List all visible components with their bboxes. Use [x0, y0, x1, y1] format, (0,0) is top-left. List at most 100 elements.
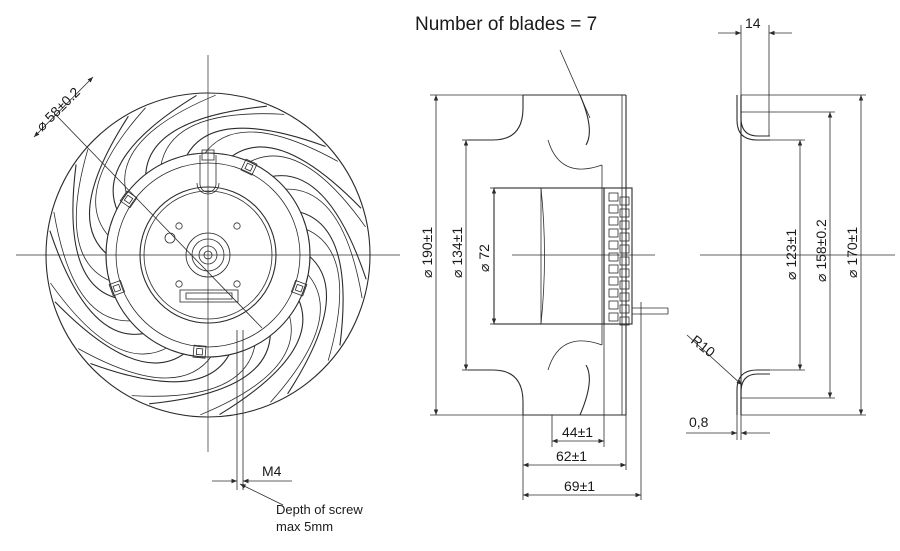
fin-block [603, 187, 633, 325]
section-top-inner [740, 95, 770, 137]
hub-clip [108, 279, 126, 297]
blade-back-edge [53, 211, 133, 322]
fin-slot-right [619, 280, 630, 290]
side-view: Number of blades = 7 ⌀ 190±1 [415, 14, 669, 500]
blade-count-title: Number of blades = 7 [415, 14, 597, 35]
fin-slot-right [619, 292, 630, 302]
blade-back-edge [160, 113, 285, 167]
blade-edge [54, 301, 187, 364]
screw-depth-note-line1: Depth of screw [276, 502, 363, 517]
dia58-label: ⌀ 58±0.2 [33, 84, 83, 134]
hub-clip-inner [195, 347, 204, 356]
fin-slot-right [619, 304, 630, 314]
t08-label: 0,8 [689, 414, 709, 430]
r10-label: R10 [688, 332, 718, 361]
fin-slot-left [608, 252, 619, 262]
blade-edge [229, 146, 362, 209]
shroud-bottom-left [468, 369, 524, 415]
hub-clip [119, 190, 138, 209]
d170-label: ⌀ 170±1 [844, 227, 860, 278]
screw-hole [233, 222, 241, 230]
w44-label: 44±1 [562, 424, 593, 440]
blade-back-edge [200, 313, 292, 416]
d134-label: ⌀ 134±1 [449, 227, 465, 278]
screw-depth-note-line2: max 5mm [276, 519, 333, 534]
fin-slot-right [619, 244, 630, 254]
blade-back-edge [304, 228, 341, 361]
hub-clip-inner [112, 283, 122, 293]
blade-back-edge [78, 348, 213, 379]
shroud-top-left [468, 95, 524, 141]
blade-back-edge [75, 149, 112, 282]
blade-back-edge [283, 188, 363, 299]
fin-slot-right [619, 232, 630, 242]
dia58-diagonal [55, 114, 263, 329]
r10-leader [686, 334, 743, 386]
d72-label: ⌀ 72 [476, 244, 492, 272]
motor-body [493, 187, 605, 325]
hub-clip-inner [244, 162, 254, 172]
blades [49, 94, 367, 416]
blade-back-edge [270, 272, 321, 403]
blade-bottom [579, 364, 590, 416]
hub-clip-inner [294, 283, 304, 293]
fin-slot-left [608, 192, 619, 202]
front-view: ⌀ 58±0.2 M4 Depth of screw max 5mm [16, 55, 400, 534]
blade-edge [185, 127, 326, 158]
section-bottom [736, 369, 770, 415]
hub-clip [290, 279, 308, 297]
blade-count-leader [559, 49, 591, 119]
cooling-fins [603, 187, 633, 326]
blade-back-edge [247, 155, 366, 228]
label-plate [179, 289, 239, 303]
blade-edge [89, 115, 129, 256]
hub-clips [108, 158, 308, 359]
d123-label: ⌀ 123±1 [783, 229, 799, 280]
blade-back-edge [95, 107, 146, 238]
d158-label: ⌀ 158±0.2 [813, 219, 829, 282]
blade-edge [72, 164, 119, 299]
fin-slot-right [619, 208, 630, 218]
blade-edge [297, 211, 344, 346]
blade-back-edge [124, 94, 216, 197]
fin-slot-left [608, 300, 619, 310]
fin-slot-left [608, 228, 619, 238]
fin-slot-left [608, 276, 619, 286]
blade-top-inner [547, 139, 603, 170]
section-top [736, 95, 770, 141]
fin-slot-right [619, 256, 630, 266]
blade-edge [90, 352, 231, 383]
fin-slot-right [619, 196, 630, 206]
blade-back-edge [50, 282, 169, 355]
motor-curve [540, 187, 545, 325]
blade-edge [287, 254, 327, 395]
w62-label: 62±1 [556, 448, 587, 464]
blade-edge [149, 333, 271, 405]
fin-slot-right [619, 268, 630, 278]
screw-hole [233, 280, 241, 288]
fin-slot-left [608, 216, 619, 226]
fin-slot-left [608, 312, 619, 322]
blade-back-edge [203, 131, 338, 162]
blade-edge [145, 105, 267, 177]
w69-label: 69±1 [564, 478, 595, 494]
dia58-dimension-line [33, 76, 94, 138]
label-plate-inner [185, 292, 233, 300]
blade-top [579, 94, 590, 146]
hub-clip-inner [123, 194, 134, 205]
fin-slot-left [608, 264, 619, 274]
screw-depth-leader [239, 483, 284, 506]
blade-edge [219, 298, 304, 416]
fin-slot-left [608, 288, 619, 298]
hub-clip [240, 158, 258, 176]
fin-slot-left [608, 240, 619, 250]
section-bottom-inner [740, 373, 770, 415]
blade-back-edge [131, 343, 256, 397]
fin-slot-left [608, 204, 619, 214]
fin-slot-right [619, 316, 630, 326]
fin-slot-right [619, 220, 630, 230]
d190-label: ⌀ 190±1 [419, 227, 435, 278]
m4-label: M4 [262, 463, 282, 479]
